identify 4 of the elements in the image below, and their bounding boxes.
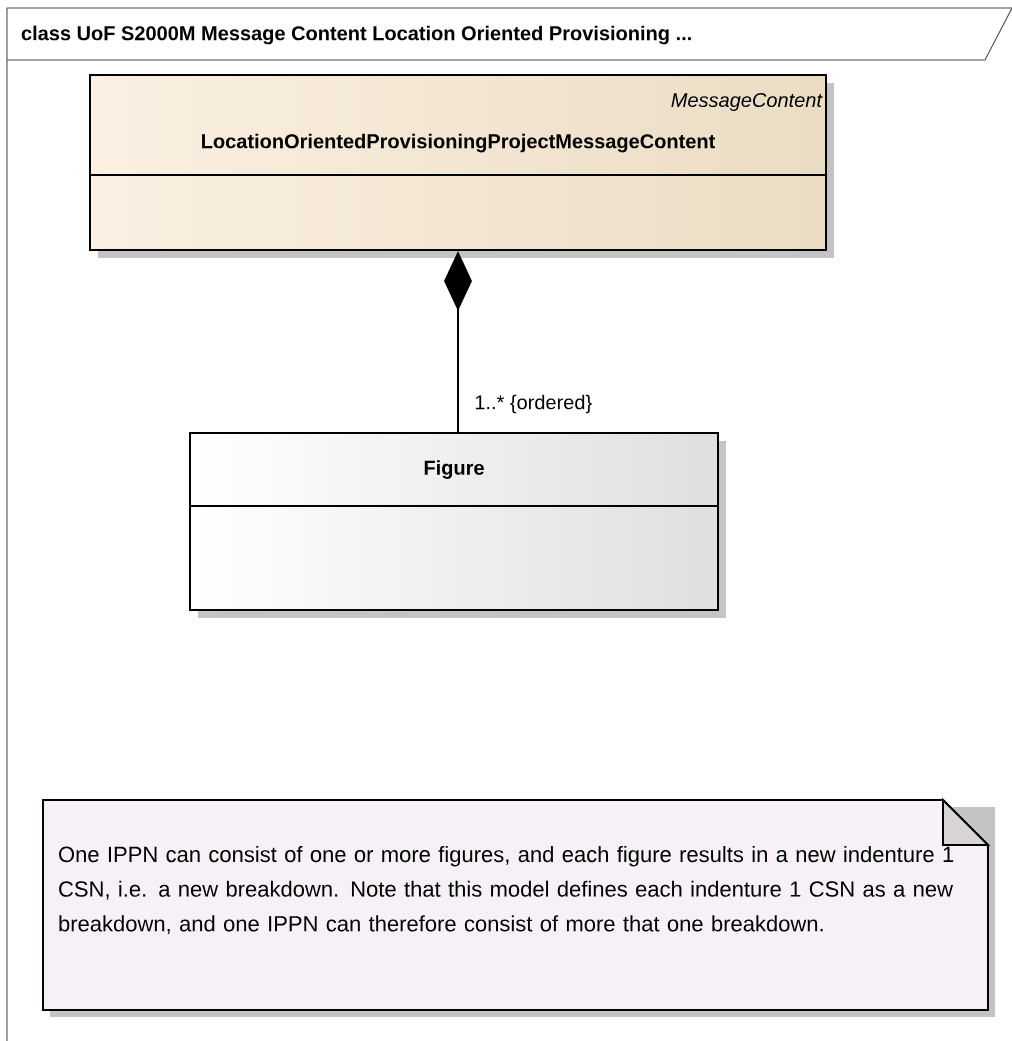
class-box: Figure xyxy=(189,431,726,618)
class-box: MessageContent LocationOrientedProvisioningProjectMessageContent xyxy=(89,74,834,258)
multiplicity-label: 1..* {ordered} xyxy=(473,393,594,415)
frame-tab: class UoF S2000M Message Content Location Oriented Provisioning ... xyxy=(6,7,1012,61)
